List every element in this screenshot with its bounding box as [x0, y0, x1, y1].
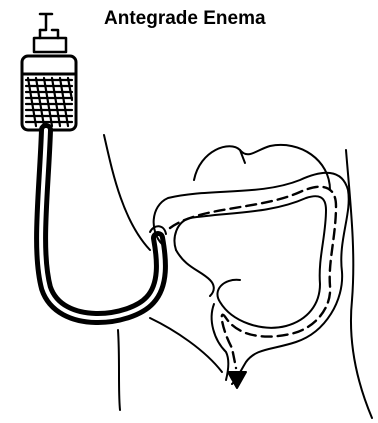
- colon-icon: [154, 173, 349, 384]
- bag-hanger-icon: [34, 14, 66, 52]
- enema-bag-icon: [22, 56, 76, 130]
- tube-icon: [41, 130, 161, 318]
- flow-arrow-icon: [228, 372, 246, 388]
